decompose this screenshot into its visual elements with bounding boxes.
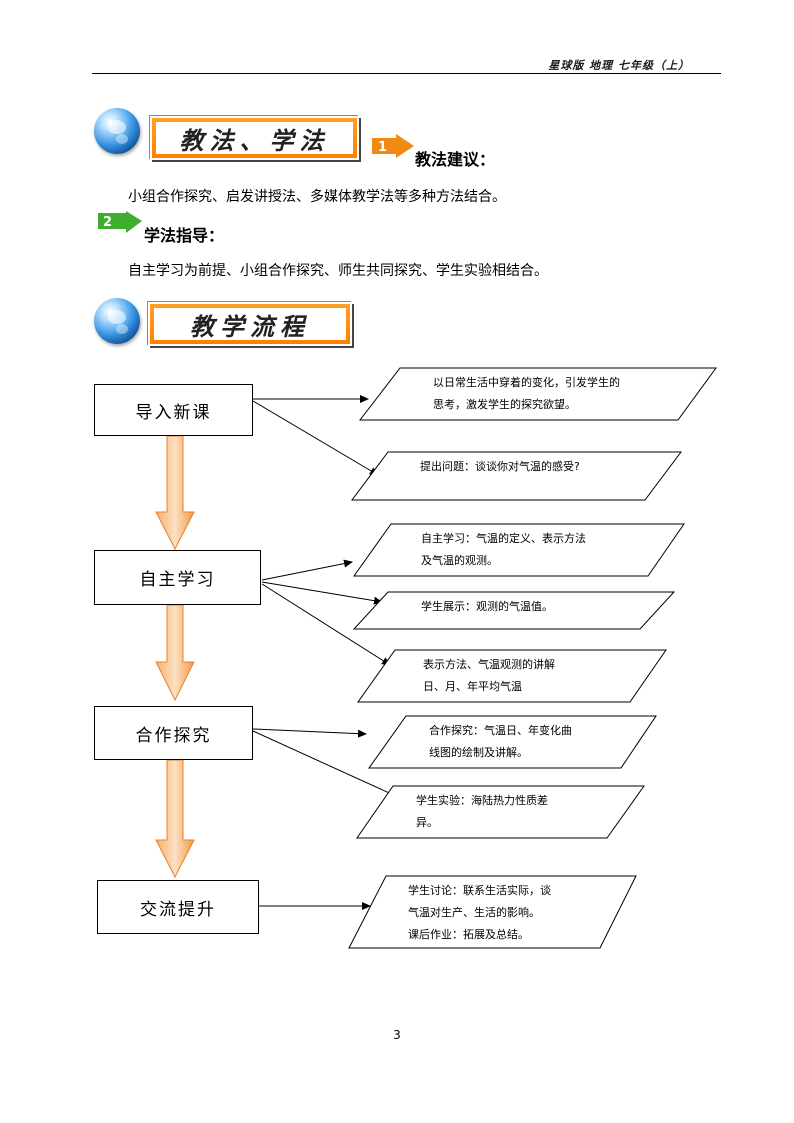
note-text: 表示方法、气温观测的讲解 日、月、年平均气温 <box>423 658 555 693</box>
down-arrow-icon <box>155 435 195 551</box>
globe-icon <box>94 108 140 154</box>
banner-title: 教学流程 <box>190 311 310 341</box>
badge-number: 1 <box>378 140 387 155</box>
note-shape <box>348 875 637 949</box>
badge-number: 2 <box>103 215 112 230</box>
note-shape <box>352 591 676 630</box>
note-shape <box>353 523 685 577</box>
note-text: 合作探究：气温日、年变化曲 线图的绘制及讲解。 <box>429 724 572 759</box>
flow-step-exchange: 交流提升 <box>97 880 259 934</box>
method-title: 教法建议： <box>415 150 496 169</box>
globe-icon <box>94 298 140 344</box>
note-text: 以日常生活中穿着的变化，引发学生的 思考，激发学生的探究欲望。 <box>433 376 620 411</box>
banner-title: 教法、学法 <box>179 125 330 155</box>
section-banner-flow: 教学流程 <box>148 302 352 346</box>
note-text: 学生实验：海陆热力性质差 异。 <box>416 794 548 829</box>
study-text: 自主学习为前提、小组合作探究、师生共同探究、学生实验相结合。 <box>128 263 548 279</box>
note-shape <box>368 715 657 769</box>
number-2-badge-icon: 2 <box>98 211 142 233</box>
note-shape <box>356 785 645 839</box>
flow-step-cooperative: 合作探究 <box>94 706 253 760</box>
note-text: 自主学习：气温的定义、表示方法 及气温的观测。 <box>421 532 586 567</box>
page-number: 3 <box>393 1028 401 1042</box>
method-text: 小组合作探究、启发讲授法、多媒体教学法等多种方法结合。 <box>128 189 506 205</box>
flow-step-intro: 导入新课 <box>94 384 253 436</box>
note-shape <box>357 649 667 703</box>
down-arrow-icon <box>155 759 195 879</box>
note-text: 学生讨论：联系生活实际，谈 气温对生产、生活的影响。 课后作业：拓展及总结。 <box>408 884 551 941</box>
header-rule <box>92 73 721 74</box>
note-text: 学生展示：观测的气温值。 <box>421 600 553 613</box>
section-banner-methods: 教法、学法 <box>150 116 359 160</box>
note-shape <box>358 367 717 421</box>
note-shape <box>351 451 682 501</box>
number-1-badge-icon: 1 <box>372 134 414 158</box>
note-text: 提出问题：谈谈你对气温的感受? <box>420 460 580 473</box>
study-title: 学法指导： <box>144 226 225 245</box>
down-arrow-icon <box>155 604 195 702</box>
header-text: 星球版 地理 七年级（上） <box>548 59 690 72</box>
flow-step-self-study: 自主学习 <box>94 550 261 605</box>
